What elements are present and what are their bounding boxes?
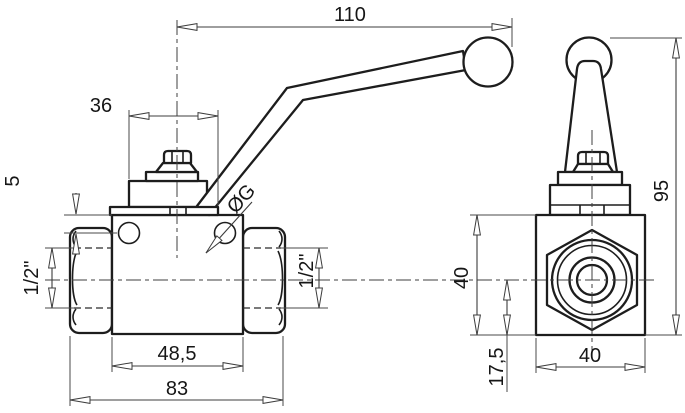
dim-hole-offset: 5 (2, 175, 24, 186)
dim-body-width: 48,5 (158, 343, 197, 365)
front-view (68, 36, 514, 336)
front-right-nut-arc-bottom (278, 308, 283, 326)
side-view (534, 36, 647, 337)
dim-thread-right: 1/2" (296, 254, 318, 289)
stem-nut-side (576, 150, 610, 166)
dim-axis-to-bottom: 17,5 (486, 348, 508, 387)
extension-lines (45, 18, 682, 406)
dim-stem-flange-width: 36 (90, 95, 112, 117)
dim-thread-left: 1/2" (21, 261, 43, 296)
mount-plate (108, 205, 220, 217)
dim-body-height: 40 (451, 267, 473, 289)
stem-flange (144, 170, 200, 183)
mount-plate-side (548, 183, 632, 217)
dim-overall-height: 95 (651, 180, 673, 202)
front-right-nut-chamfer-arc (277, 250, 284, 306)
handle-ball (462, 36, 514, 88)
dimension-labels: 110 36 5 1/2" 1/2" 48,5 83 ØG 95 40 17,5… (2, 4, 673, 400)
dim-overall-width: 83 (166, 378, 188, 400)
bolt-hole-right (213, 221, 237, 245)
stem-flange-side (556, 170, 624, 187)
dimension-lines (48, 23, 680, 404)
hole-diameter-leader (205, 201, 253, 254)
dim-side-body-width: 40 (579, 345, 601, 367)
bolt-hole-left (117, 221, 141, 245)
valve-body-front (110, 213, 245, 336)
lever-handle-side (563, 59, 619, 174)
stem-washer-side (571, 162, 615, 174)
front-right-nut-arc-top (278, 230, 283, 248)
dim-handle-length: 110 (334, 4, 366, 26)
front-left-nut-arc-bottom (72, 308, 77, 326)
stem-block (127, 179, 209, 209)
